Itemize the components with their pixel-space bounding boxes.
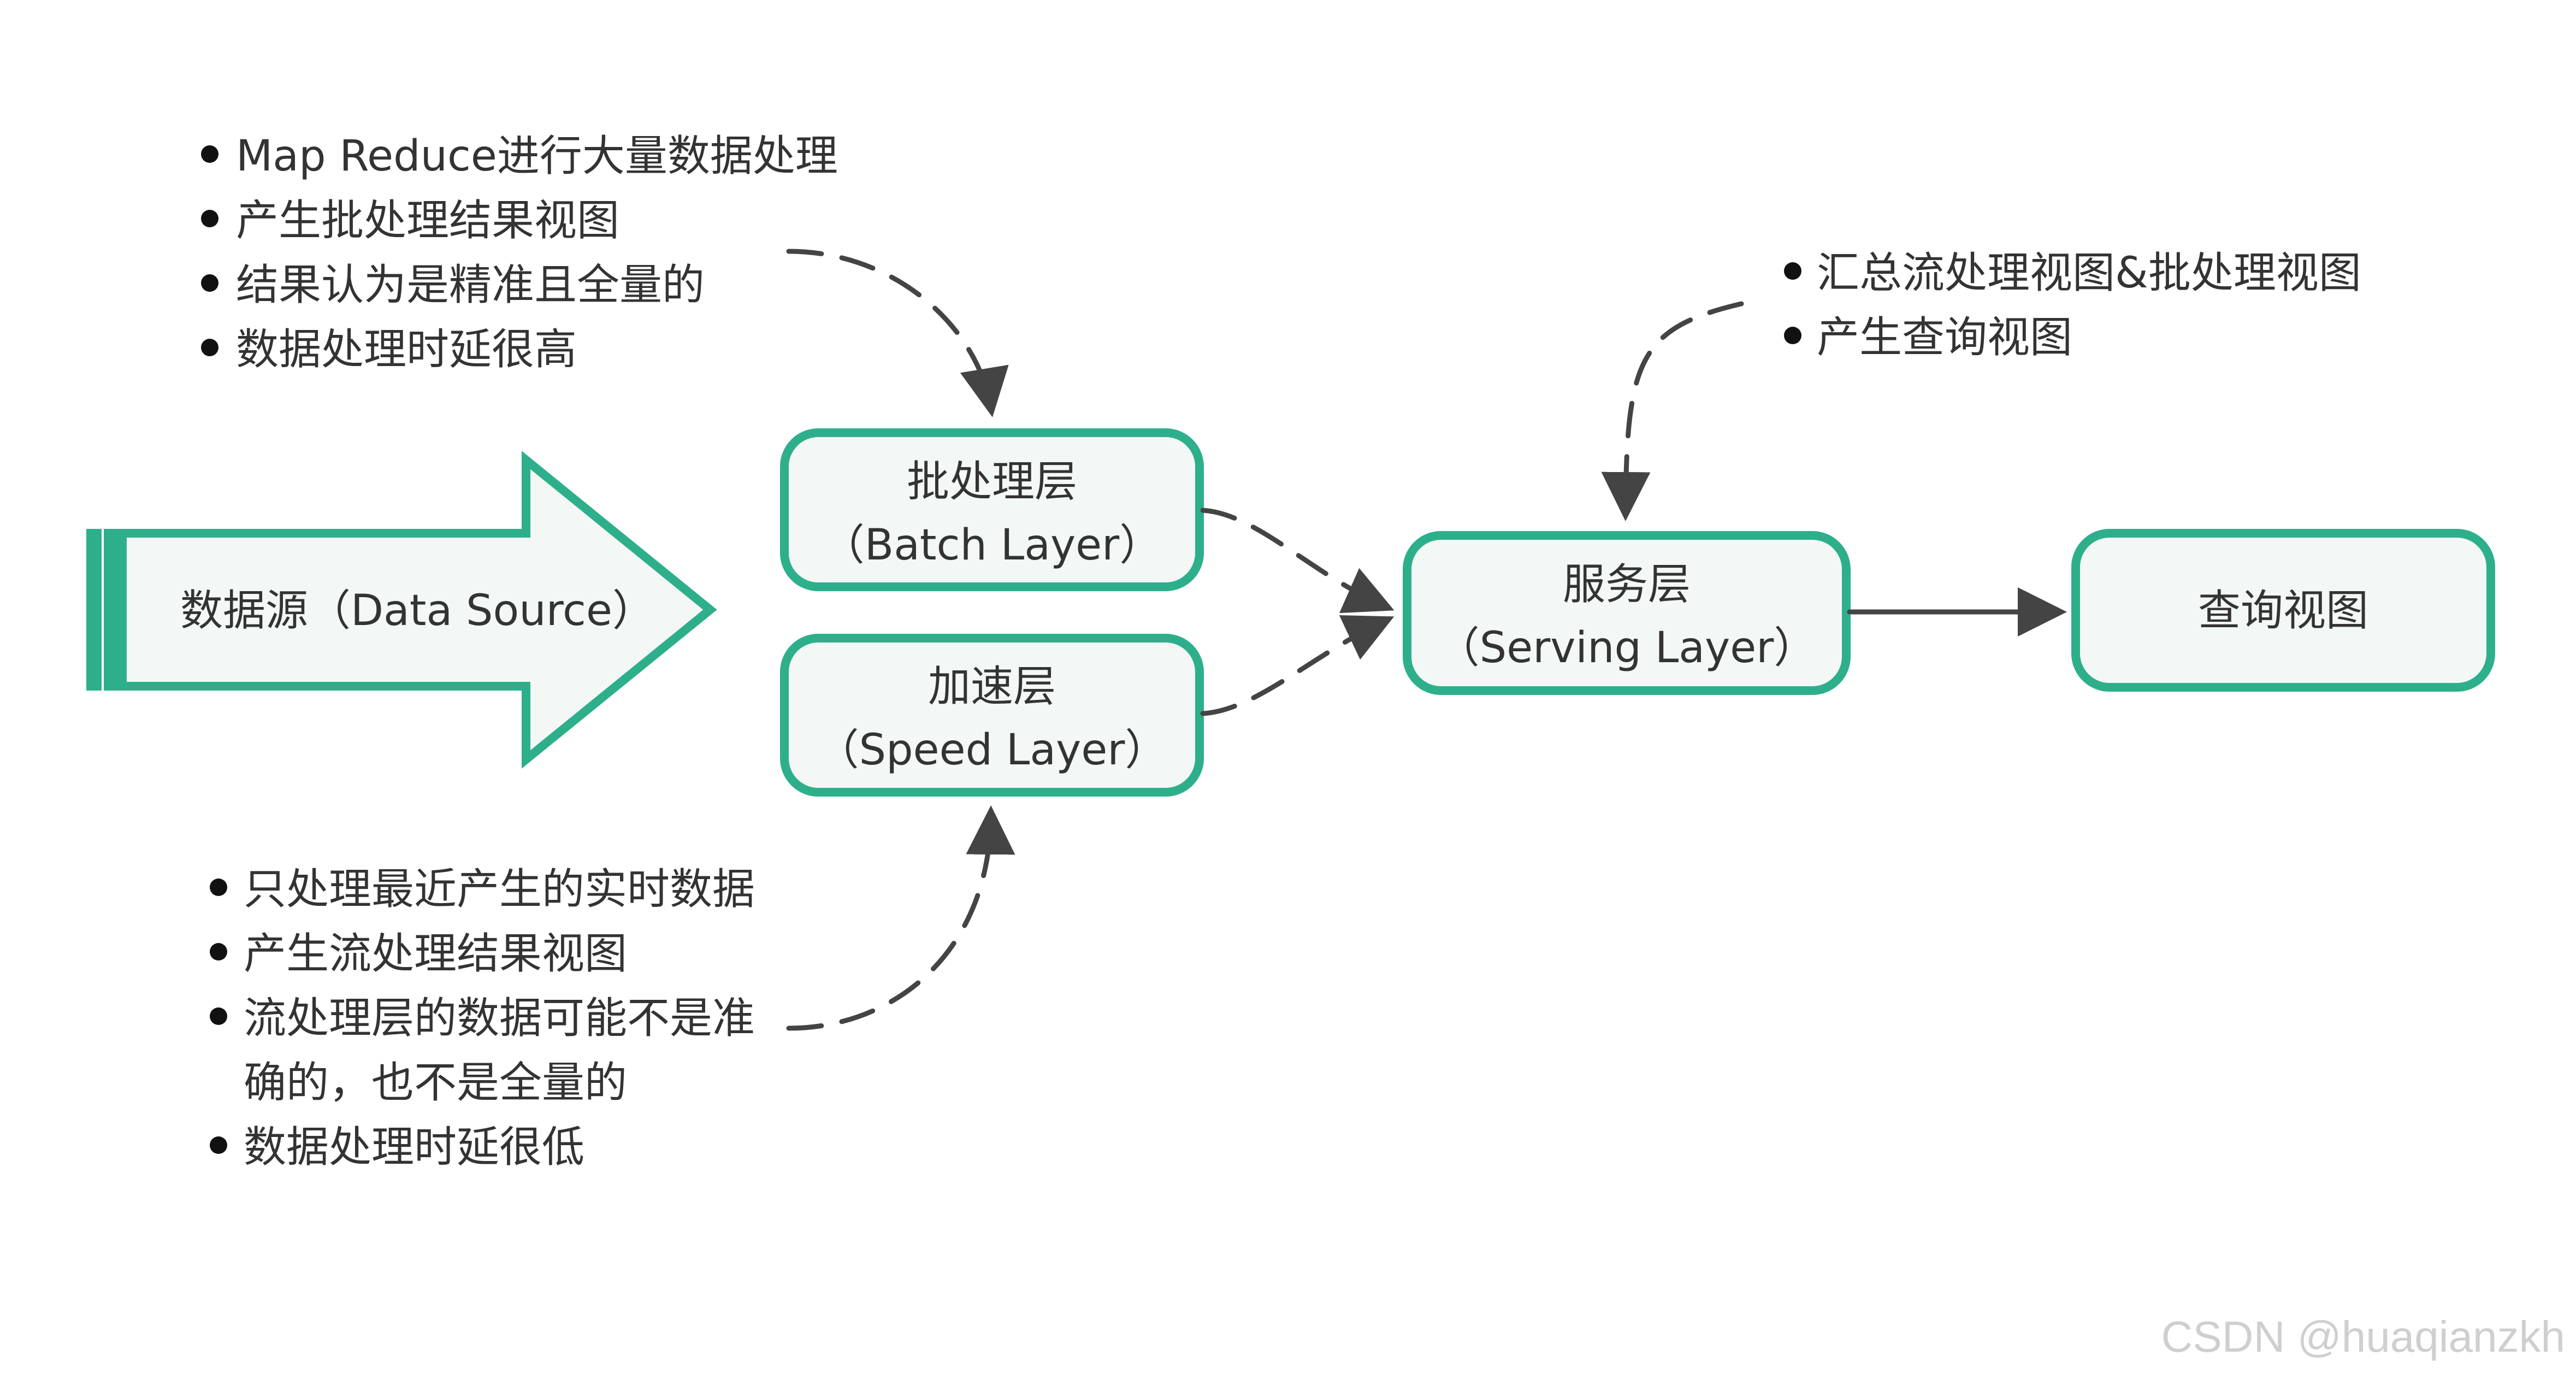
speed-to-serving-connector <box>1200 615 1395 716</box>
batch-notes: Map Reduce进行大量数据处理 产生批处理结果视图 结果认为是精准且全量的… <box>201 132 838 374</box>
connectors <box>786 249 2067 1031</box>
batch-layer-node: 批处理层 （Batch Layer） <box>780 428 1204 591</box>
serving-note: 汇总流处理视图&批处理视图 <box>1817 249 2361 298</box>
speed-layer-node: 加速层 （Speed Layer） <box>780 634 1204 797</box>
bullet-icon <box>201 145 218 163</box>
speed-note: 流处理层的数据可能不是准 <box>244 994 755 1043</box>
batch-note: 结果认为是精准且全量的 <box>236 261 705 310</box>
speed-layer-title: 加速层 <box>928 662 1056 711</box>
bullet-icon <box>210 879 227 896</box>
bullet-icon <box>210 1136 227 1154</box>
batch-note: 数据处理时延很高 <box>236 325 577 374</box>
speed-note: 数据处理时延很低 <box>244 1123 584 1172</box>
serving-layer-subtitle: （Serving Layer） <box>1437 623 1817 673</box>
arrow-stripe <box>104 529 119 691</box>
bullet-icon <box>201 210 218 227</box>
speed-layer-subtitle: （Speed Layer） <box>817 726 1168 775</box>
speed-note-continuation: 确的，也不是全量的 <box>244 1058 627 1107</box>
speed-notes: 只处理最近产生的实时数据 产生流处理结果视图 流处理层的数据可能不是准 确的，也… <box>210 865 755 1172</box>
bullet-icon <box>1784 327 1801 344</box>
bullet-icon <box>210 943 227 960</box>
batch-note: 产生批处理结果视图 <box>236 196 619 245</box>
serving-notes-connector <box>1601 301 1744 521</box>
data-source-arrow: 数据源（Data Source） <box>86 451 717 769</box>
bullet-icon <box>201 274 218 292</box>
speed-note: 只处理最近产生的实时数据 <box>244 865 755 914</box>
batch-notes-connector <box>786 249 1009 417</box>
query-view-label: 查询视图 <box>2198 586 2368 635</box>
batch-note: Map Reduce进行大量数据处理 <box>236 132 838 181</box>
speed-note: 产生流处理结果视图 <box>244 929 627 979</box>
serving-note: 产生查询视图 <box>1817 313 2072 362</box>
batch-layer-subtitle: （Batch Layer） <box>822 521 1162 570</box>
bullet-icon <box>1784 262 1801 280</box>
speed-notes-connector <box>786 805 1015 1031</box>
serving-layer-title: 服务层 <box>1563 560 1691 609</box>
watermark: CSDN @huaqianzkh <box>2161 1312 2565 1361</box>
serving-layer-node: 服务层 （Serving Layer） <box>1403 531 1851 695</box>
arrow-stripe <box>86 529 102 691</box>
data-source-label: 数据源（Data Source） <box>180 586 655 635</box>
batch-layer-title: 批处理层 <box>907 457 1077 506</box>
bullet-icon <box>210 1007 227 1025</box>
query-view-node: 查询视图 <box>2071 529 2495 692</box>
batch-to-serving-connector <box>1200 508 1395 614</box>
bullet-icon <box>201 339 218 356</box>
arrow-body <box>118 451 717 769</box>
serving-notes: 汇总流处理视图&批处理视图 产生查询视图 <box>1784 249 2361 362</box>
